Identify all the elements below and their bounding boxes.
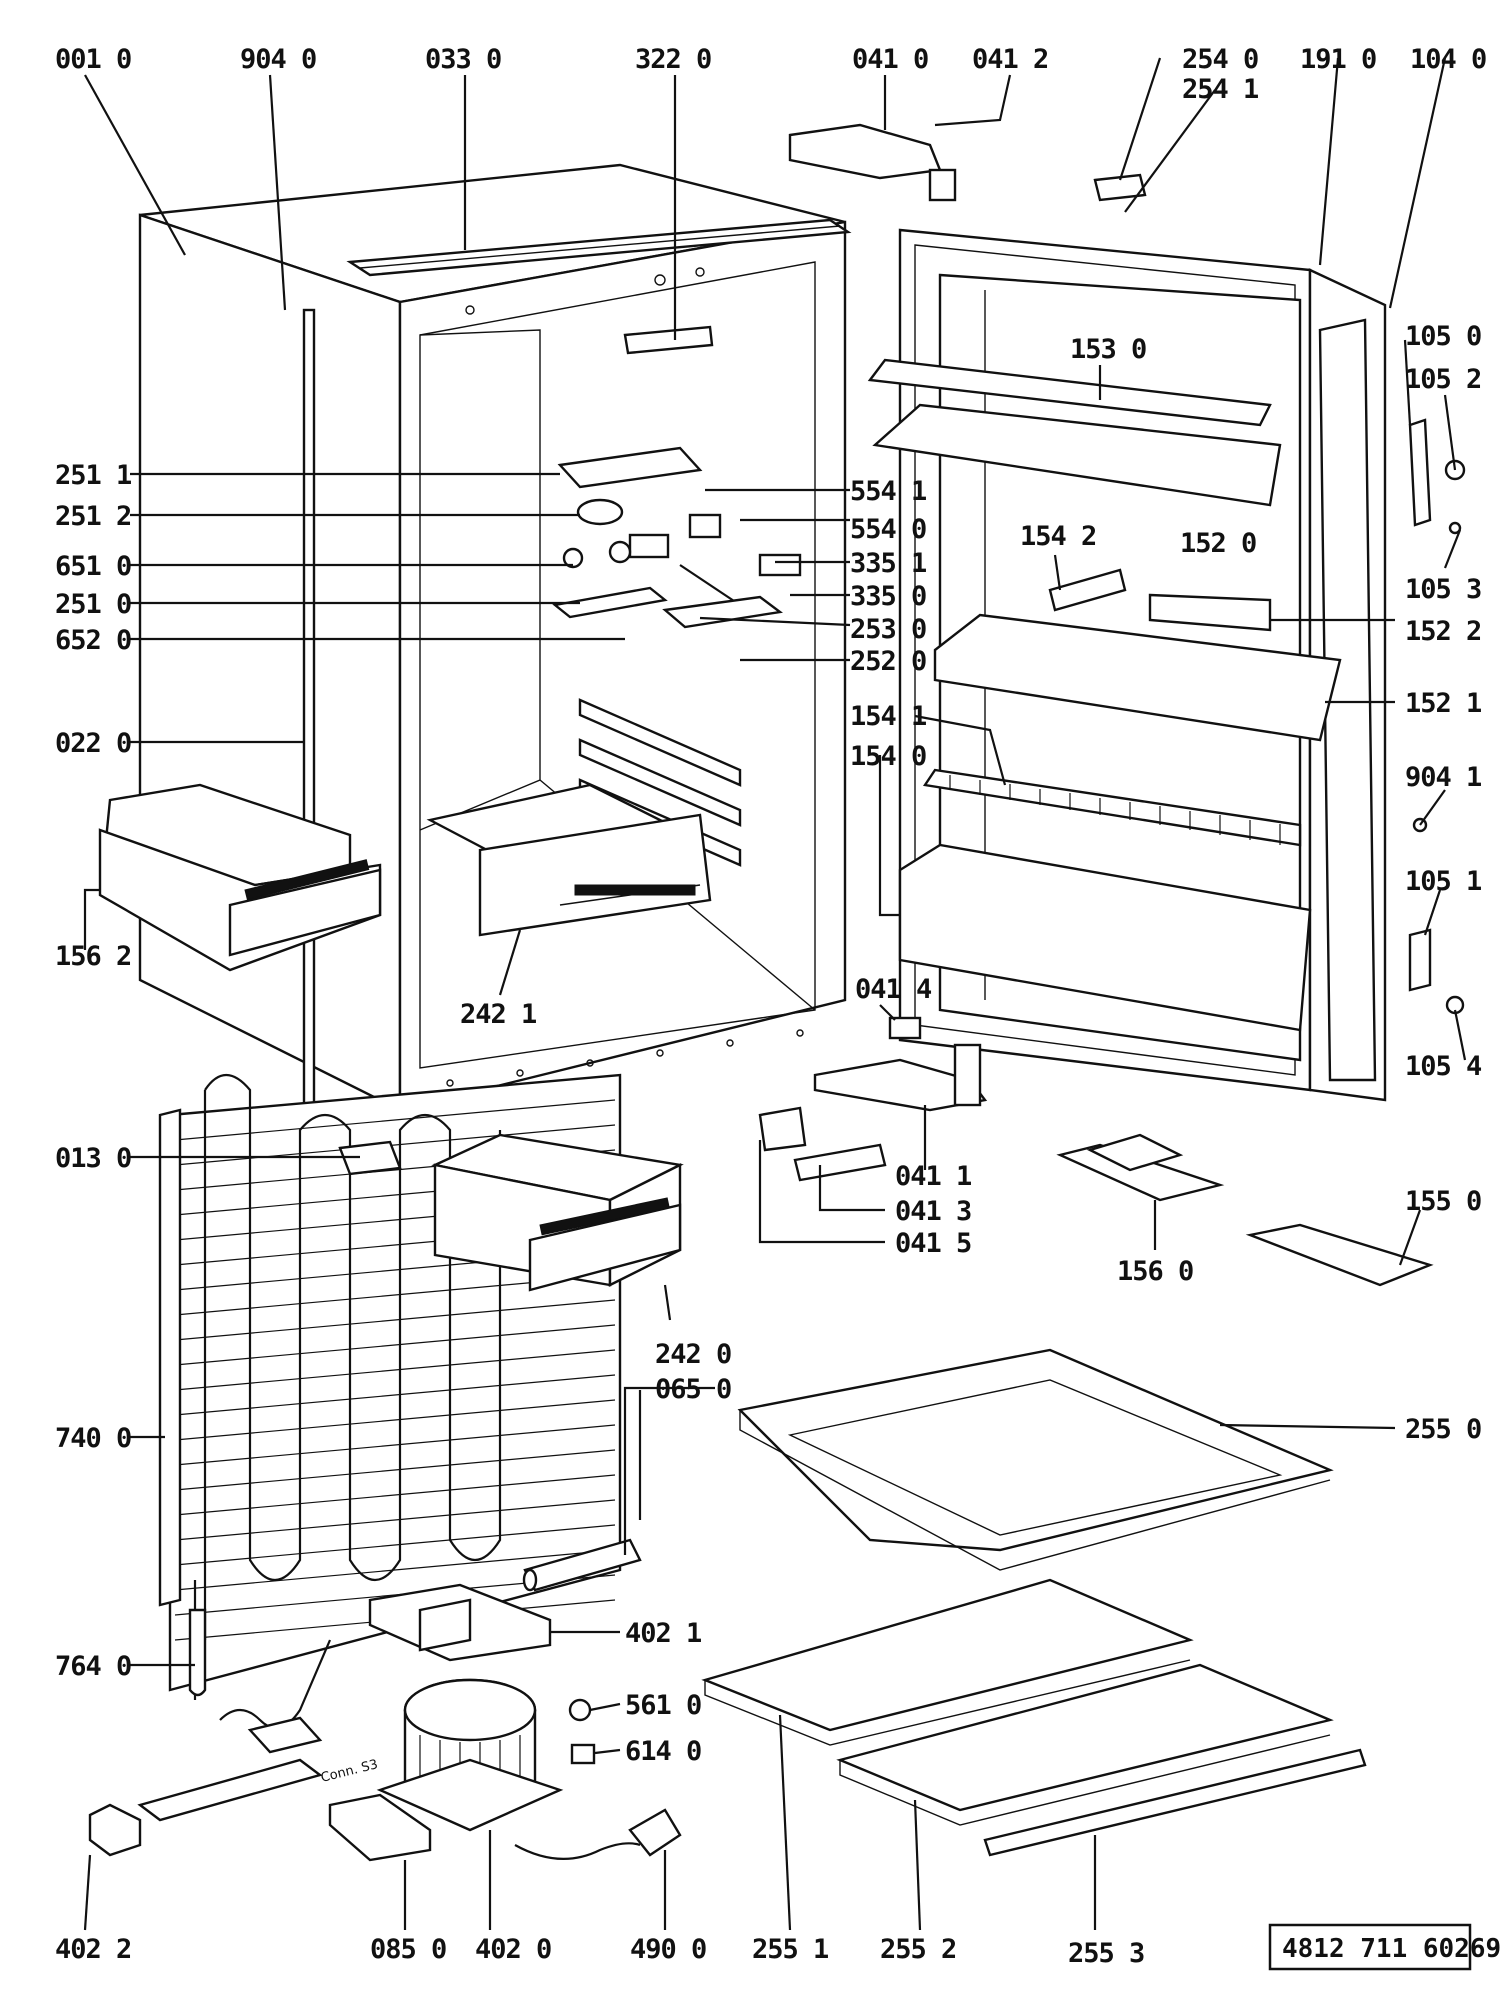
part-label: 242 1 xyxy=(460,999,536,1030)
part-label: 041 2 xyxy=(972,44,1048,75)
part-label: 156 2 xyxy=(55,941,131,972)
part-label: 152 2 xyxy=(1405,616,1481,647)
part-label: 153 0 xyxy=(1070,334,1146,365)
part-label: 255 2 xyxy=(880,1934,956,1965)
part-label: 764 0 xyxy=(55,1651,131,1682)
part-label: 490 0 xyxy=(630,1934,706,1965)
part-label: 242 0 xyxy=(655,1339,731,1370)
part-label: 155 0 xyxy=(1405,1186,1481,1217)
part-label: 041 5 xyxy=(895,1228,971,1259)
part-label: 156 0 xyxy=(1117,1256,1193,1287)
glass-shelves-drawing xyxy=(701,1348,1367,1857)
cabinet-drawing xyxy=(138,163,852,1132)
part-label: 651 0 xyxy=(55,551,131,582)
part-label: 255 1 xyxy=(752,1934,828,1965)
part-label: 041 0 xyxy=(852,44,928,75)
freezer-box-drawing xyxy=(98,783,382,972)
part-label: 335 1 xyxy=(850,548,926,579)
part-label: 022 0 xyxy=(55,728,131,759)
part-label: 255 3 xyxy=(1068,1938,1144,1969)
part-label: 335 0 xyxy=(850,581,926,612)
part-label: 105 1 xyxy=(1405,866,1481,897)
part-label: 065 0 xyxy=(655,1374,731,1405)
part-label: 402 1 xyxy=(625,1618,701,1649)
part-label: 001 0 xyxy=(55,44,131,75)
part-labels: 001 0 904 0 033 0 322 0 041 0 041 2 254 … xyxy=(55,44,1487,1969)
part-label: 105 2 xyxy=(1405,364,1481,395)
part-label: 253 0 xyxy=(850,614,926,645)
part-label: 614 0 xyxy=(625,1736,701,1767)
part-label: 154 2 xyxy=(1020,521,1096,552)
part-label: 561 0 xyxy=(625,1690,701,1721)
part-label: 154 0 xyxy=(850,741,926,772)
part-label: 085 0 xyxy=(370,1934,446,1965)
part-label: 554 0 xyxy=(850,514,926,545)
part-label: 402 2 xyxy=(55,1934,131,1965)
part-label: 251 2 xyxy=(55,501,131,532)
part-label: 105 0 xyxy=(1405,321,1481,352)
part-label: 740 0 xyxy=(55,1423,131,1454)
compressor-drawing: Conn. S3 xyxy=(88,1583,682,1862)
part-label: 255 0 xyxy=(1405,1414,1481,1445)
part-label: 251 1 xyxy=(55,460,131,491)
part-label: 252 0 xyxy=(850,646,926,677)
part-label: 152 1 xyxy=(1405,688,1481,719)
part-label: 105 3 xyxy=(1405,574,1481,605)
crisper-drawing xyxy=(431,1133,684,1292)
part-label: 254 0 xyxy=(1182,44,1258,75)
part-label: 652 0 xyxy=(55,625,131,656)
part-label: 152 0 xyxy=(1180,528,1256,559)
part-label: 904 0 xyxy=(240,44,316,75)
part-label: 041 4 xyxy=(855,974,932,1005)
part-label: 402 0 xyxy=(475,1934,551,1965)
part-label: 033 0 xyxy=(425,44,501,75)
part-label: 041 3 xyxy=(895,1196,971,1227)
part-label: 554 1 xyxy=(850,476,926,507)
part-label: 104 0 xyxy=(1410,44,1486,75)
handwritten-note: Conn. S3 xyxy=(319,1757,379,1786)
document-code-box: 4812 711 60269 xyxy=(1268,1923,1500,1971)
part-label: 254 1 xyxy=(1182,74,1258,105)
part-label: 154 1 xyxy=(850,701,926,732)
part-label: 904 1 xyxy=(1405,762,1481,793)
part-label: 191 0 xyxy=(1300,44,1376,75)
door-drawing xyxy=(788,123,1466,1102)
part-label: 041 1 xyxy=(895,1161,971,1192)
part-label: 013 0 xyxy=(55,1143,131,1174)
hinge-parts-drawing xyxy=(758,1016,1434,1287)
document-code: 4812 711 60269 xyxy=(1282,1934,1500,1964)
leader-lines xyxy=(83,57,1467,1931)
part-label: 322 0 xyxy=(635,44,711,75)
part-label: 105 4 xyxy=(1405,1051,1482,1082)
part-label: 251 0 xyxy=(55,589,131,620)
